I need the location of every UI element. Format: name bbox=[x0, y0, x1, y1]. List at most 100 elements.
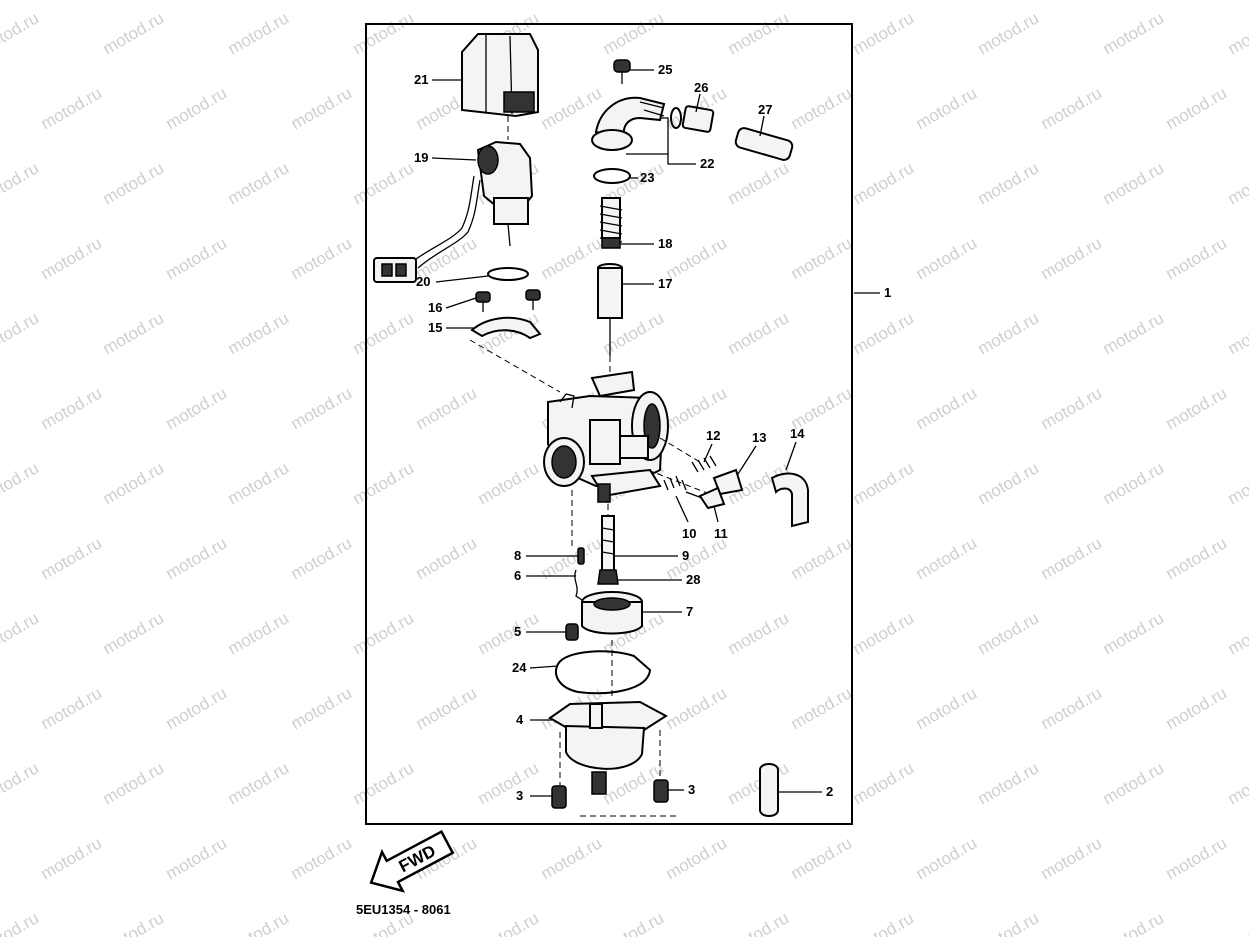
part-6-clip bbox=[574, 569, 583, 601]
watermark-text: motod.ru bbox=[725, 158, 793, 208]
watermark-text: motod.ru bbox=[100, 608, 168, 658]
part-10-spring bbox=[663, 475, 687, 491]
watermark-text: motod.ru bbox=[475, 458, 543, 508]
watermark-text: motod.ru bbox=[538, 233, 606, 283]
watermark-text: motod.ru bbox=[225, 308, 293, 358]
watermark-text: motod.ru bbox=[850, 758, 918, 808]
watermark-text: motod.ru bbox=[1225, 158, 1249, 208]
watermark-text: motod.ru bbox=[225, 8, 293, 58]
watermark-text: motod.ru bbox=[850, 8, 918, 58]
part-21-cap bbox=[461, 33, 539, 118]
callout-27: 27 bbox=[758, 102, 772, 117]
callout-7: 7 bbox=[686, 604, 693, 619]
callout-14: 14 bbox=[790, 426, 805, 441]
watermark-text: motod.ru bbox=[788, 833, 856, 883]
watermark-text: motod.ru bbox=[163, 533, 231, 583]
callout-12: 12 bbox=[706, 428, 720, 443]
callout-17: 17 bbox=[658, 276, 672, 291]
callout-21: 21 bbox=[414, 72, 428, 87]
watermark-text: motod.ru bbox=[725, 608, 793, 658]
part-2-hose bbox=[759, 763, 779, 817]
part-3-screw-right bbox=[653, 779, 669, 803]
watermark-text: motod.ru bbox=[1225, 758, 1249, 808]
watermark-text: motod.ru bbox=[0, 158, 42, 208]
watermark-text: motod.ru bbox=[850, 308, 918, 358]
watermark-text: motod.ru bbox=[1225, 308, 1249, 358]
watermark-text: motod.ru bbox=[538, 83, 606, 133]
watermark-text: motod.ru bbox=[225, 458, 293, 508]
part-5-screw bbox=[565, 623, 579, 641]
callout-19: 19 bbox=[414, 150, 428, 165]
part-24-gasket bbox=[555, 650, 652, 695]
callout-18: 18 bbox=[658, 236, 672, 251]
watermark-text: motod.ru bbox=[38, 383, 106, 433]
callout-13: 13 bbox=[752, 430, 766, 445]
watermark-text: motod.ru bbox=[350, 758, 418, 808]
callout-15: 15 bbox=[428, 320, 442, 335]
callout-22: 22 bbox=[700, 156, 714, 171]
watermark-text: motod.ru bbox=[350, 608, 418, 658]
watermark-text: motod.ru bbox=[913, 833, 981, 883]
part-11-screw bbox=[685, 486, 726, 510]
watermark-text: motod.ru bbox=[1100, 458, 1168, 508]
watermark-text: motod.ru bbox=[100, 458, 168, 508]
callout-9: 9 bbox=[682, 548, 689, 563]
watermark-text: motod.ru bbox=[975, 908, 1043, 937]
part-16-screws bbox=[475, 289, 541, 312]
callout-28: 28 bbox=[686, 572, 700, 587]
watermark-text: motod.ru bbox=[913, 233, 981, 283]
axis-12 bbox=[659, 437, 701, 463]
watermark-text: motod.ru bbox=[913, 383, 981, 433]
watermark-text: motod.ru bbox=[163, 683, 231, 733]
watermark-text: motod.ru bbox=[1038, 233, 1106, 283]
watermark-text: motod.ru bbox=[475, 758, 543, 808]
watermark-text: motod.ru bbox=[163, 833, 231, 883]
leader-lines bbox=[431, 69, 880, 797]
part-17-slide bbox=[597, 263, 623, 356]
part-18-spring bbox=[599, 197, 623, 249]
watermark-text: motod.ru bbox=[725, 908, 793, 937]
watermark-text: motod.ru bbox=[0, 908, 42, 937]
watermark-text: motod.ru bbox=[475, 908, 543, 937]
watermark-text: motod.ru bbox=[413, 383, 481, 433]
watermark-text: motod.ru bbox=[1163, 533, 1231, 583]
watermark-text: motod.ru bbox=[100, 308, 168, 358]
part-26-sleeve bbox=[681, 105, 715, 133]
watermark-text: motod.ru bbox=[100, 158, 168, 208]
watermark-text: motod.ru bbox=[413, 683, 481, 733]
callout-labels: 21 19 20 16 15 25 26 27 23 22 18 17 1 12… bbox=[414, 62, 891, 803]
watermark-text: motod.ru bbox=[913, 533, 981, 583]
watermark-text: motod.ru bbox=[0, 458, 42, 508]
callout-3-right: 3 bbox=[688, 782, 695, 797]
watermark-text: motod.ru bbox=[350, 458, 418, 508]
watermark-text: motod.ru bbox=[0, 308, 42, 358]
watermark-text: motod.ru bbox=[350, 158, 418, 208]
watermark-text: motod.ru bbox=[788, 233, 856, 283]
part-27-hose bbox=[734, 127, 794, 161]
watermark-text: motod.ru bbox=[100, 908, 168, 937]
watermark-text: motod.ru bbox=[38, 833, 106, 883]
watermark-text: motod.ru bbox=[1100, 908, 1168, 937]
watermark-text: motod.ru bbox=[538, 833, 606, 883]
part-25-screw bbox=[613, 59, 631, 84]
callout-6: 6 bbox=[514, 568, 521, 583]
callout-5: 5 bbox=[514, 624, 521, 639]
watermark-text: motod.ru bbox=[975, 158, 1043, 208]
watermark-text: motod.ru bbox=[600, 908, 668, 937]
watermark-text: motod.ru bbox=[663, 683, 731, 733]
watermark-text: motod.ru bbox=[1100, 8, 1168, 58]
part-7-float bbox=[581, 591, 643, 635]
watermark-text: motod.ru bbox=[288, 233, 356, 283]
watermark-text: motod.ru bbox=[38, 683, 106, 733]
callout-25: 25 bbox=[658, 62, 672, 77]
watermark-text: motod.ru bbox=[850, 458, 918, 508]
part-28-main-jet bbox=[597, 569, 619, 585]
watermark-text: motod.ru bbox=[850, 908, 918, 937]
watermark-text: motod.ru bbox=[225, 908, 293, 937]
callout-23: 23 bbox=[640, 170, 654, 185]
watermark-text: motod.ru bbox=[1225, 608, 1249, 658]
watermark-text: motod.ru bbox=[350, 308, 418, 358]
watermark-text: motod.ru bbox=[163, 83, 231, 133]
part-9-needle-jet bbox=[601, 515, 615, 573]
